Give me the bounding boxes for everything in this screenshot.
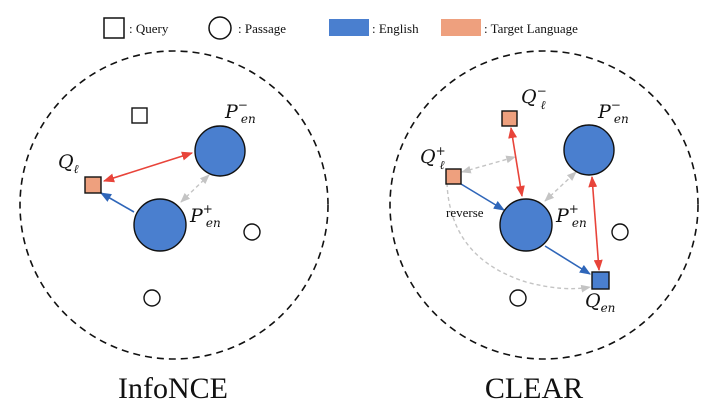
blue-arrow [544, 245, 591, 275]
english-query-label: Qen [585, 290, 615, 315]
clear-boundary [389, 50, 699, 360]
target-query-label: Qℓ [58, 151, 79, 176]
target-query-negative-label: Q−ℓ [521, 84, 547, 112]
gray-curve-arrow [446, 182, 591, 293]
passage-positive-node [133, 198, 187, 252]
passage-circle [509, 289, 527, 307]
gray-arrow [544, 171, 577, 202]
clear-panel: Q−ℓ Q+ℓ P−en P+en Qen reverse CLEAR [389, 50, 699, 405]
passage-circle [243, 223, 261, 241]
legend-target-swatch [441, 19, 481, 36]
target-query-positive-node [445, 168, 462, 185]
passage-positive-label: P+en [189, 202, 221, 230]
passage-positive-label: P+en [555, 202, 587, 230]
red-arrow [508, 126, 525, 198]
passage-circle [611, 223, 629, 241]
passage-negative-label: P−en [597, 98, 629, 126]
blue-arrow [100, 192, 135, 213]
passage-negative-node [194, 125, 246, 177]
query-square [131, 107, 148, 124]
legend-english-label: : English [372, 21, 419, 36]
clear-caption: CLEAR [485, 372, 583, 405]
legend-english-swatch [329, 19, 369, 36]
target-query-positive-label: Q+ℓ [420, 144, 446, 172]
legend: : Query : Passage : English : Target Lan… [103, 16, 578, 40]
legend-target-label: : Target Language [484, 21, 578, 36]
infonce-caption: InfoNCE [118, 372, 228, 405]
target-query-negative-node [501, 110, 518, 127]
infonce-boundary [19, 50, 329, 360]
legend-passage-icon [208, 16, 232, 40]
passage-negative-node [563, 124, 615, 176]
english-query-node [591, 271, 610, 290]
reverse-label: reverse [446, 205, 484, 220]
legend-passage-label: : Passage [238, 21, 286, 36]
target-query-node [84, 176, 102, 194]
passage-positive-node [499, 198, 553, 252]
gray-arrow [180, 174, 210, 203]
blue-arrow [460, 183, 505, 211]
red-arrow [588, 175, 603, 272]
legend-query-icon [103, 17, 125, 39]
gray-arrow [461, 155, 516, 174]
passage-circle [143, 289, 161, 307]
passage-negative-label: P−en [224, 98, 256, 126]
red-arrow [102, 151, 194, 183]
infonce-panel: Qℓ P−en P+en InfoNCE [19, 50, 329, 405]
legend-query-label: : Query [129, 21, 169, 36]
